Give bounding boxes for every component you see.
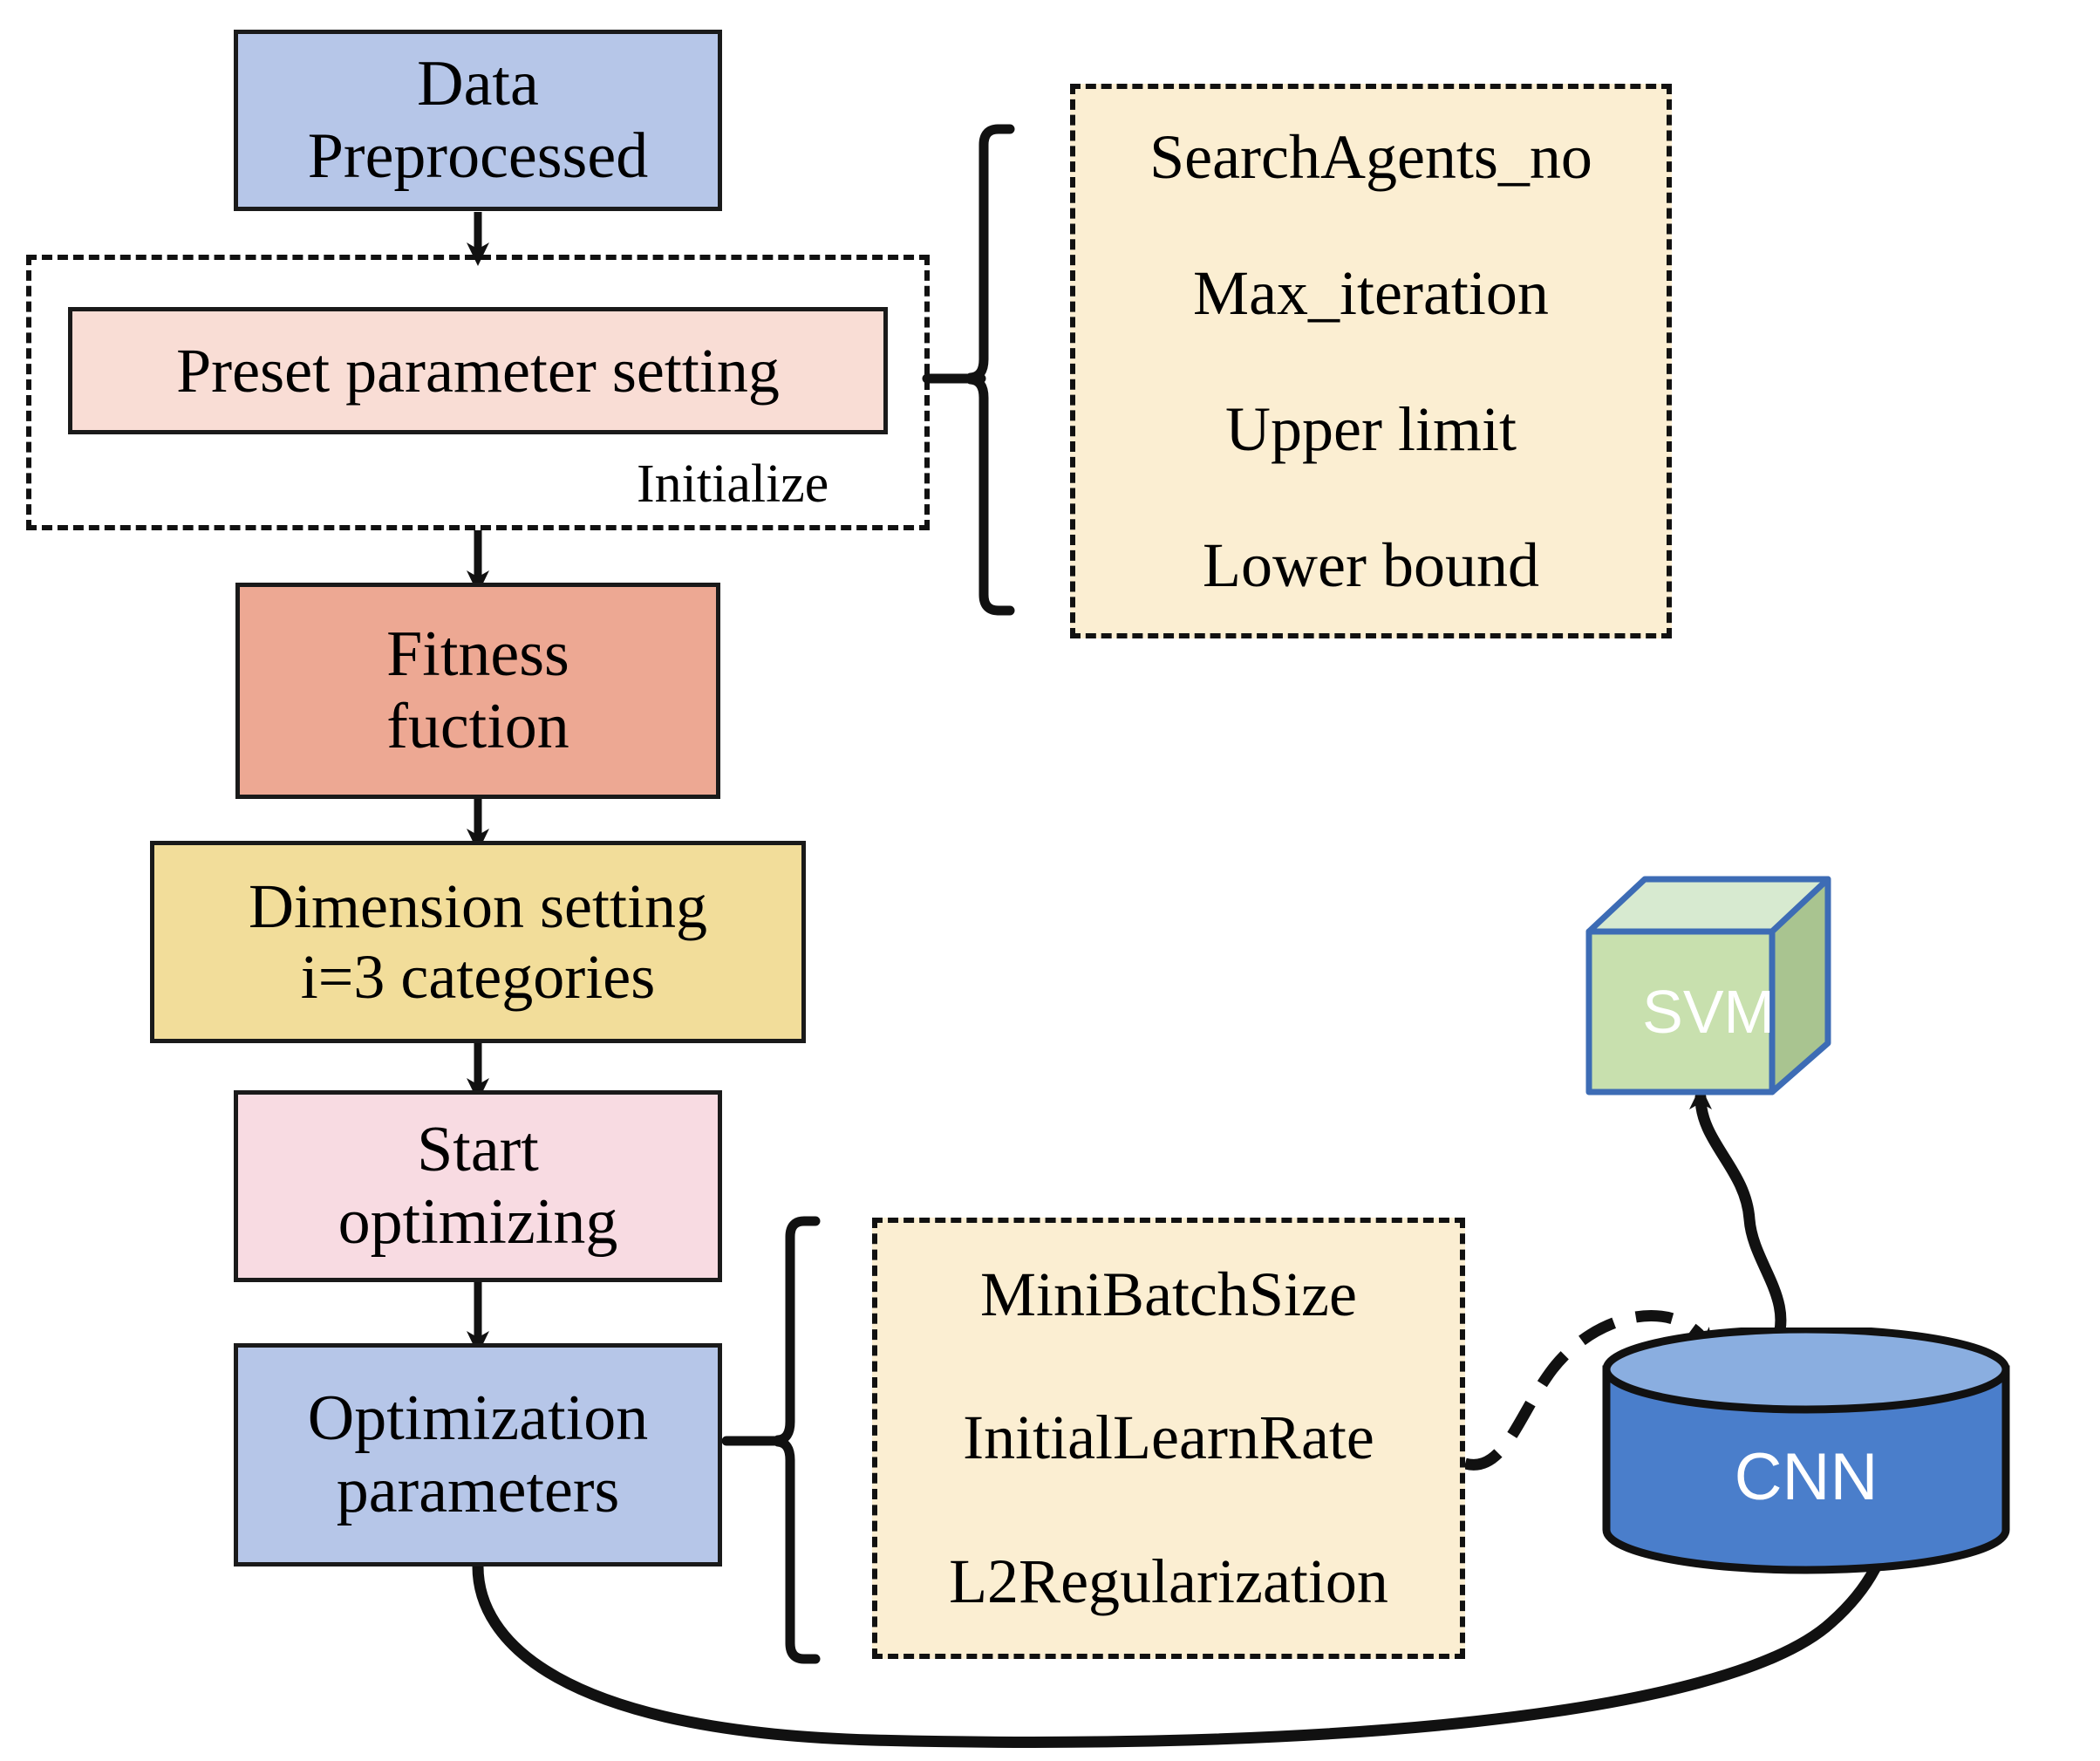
node-cnn-label: CNN: [1734, 1440, 1878, 1514]
node-fitness-function[interactable]: Fitness fuction: [235, 583, 720, 799]
cnn-cylinder-icon: [1602, 1325, 2010, 1574]
node-svm[interactable]: SVM: [1582, 872, 1835, 1101]
node-optimization-parameters[interactable]: Optimization parameters: [234, 1343, 722, 1566]
node-cnn[interactable]: CNN: [1598, 1325, 2015, 1579]
arrow-cnn-to-svm: [1689, 1086, 1787, 1354]
optimization-param-item-1: InitialLearnRate: [963, 1403, 1374, 1473]
node-dimension-setting[interactable]: Dimension setting i=3 categories: [150, 841, 806, 1043]
node-data-preprocessed-label: Data Preprocessed: [307, 48, 649, 192]
group-initialize-label: Initialize: [637, 454, 829, 514]
group-initialize: [26, 255, 930, 530]
node-preset-parameter-setting[interactable]: Preset parameter setting: [68, 307, 888, 434]
svm-cube-icon: [1585, 876, 1831, 1096]
node-preset-parameter-setting-label: Preset parameter setting: [176, 335, 780, 406]
preset-param-item-0: SearchAgents_no: [1149, 121, 1592, 192]
node-start-optimizing-label: Start optimizing: [338, 1114, 618, 1258]
preset-param-item-2: Upper limit: [1225, 393, 1517, 464]
preset-param-item-3: Lower bound: [1203, 529, 1539, 600]
node-data-preprocessed[interactable]: Data Preprocessed: [234, 30, 722, 211]
node-svm-label: SVM: [1642, 978, 1775, 1046]
panel-optimization-parameters: MiniBatchSize InitialLearnRate L2Regular…: [872, 1218, 1465, 1659]
node-optimization-parameters-label: Optimization parameters: [307, 1382, 649, 1526]
node-dimension-setting-label: Dimension setting i=3 categories: [249, 871, 707, 1012]
optimization-param-item-2: L2Regularization: [949, 1546, 1388, 1617]
preset-param-item-1: Max_iteration: [1193, 257, 1549, 328]
node-fitness-function-label: Fitness fuction: [386, 618, 569, 762]
panel-preset-parameters: SearchAgents_no Max_iteration Upper limi…: [1070, 84, 1672, 638]
brace-optimization-to-params: [721, 1216, 821, 1664]
node-start-optimizing[interactable]: Start optimizing: [234, 1090, 722, 1282]
optimization-param-item-0: MiniBatchSize: [980, 1259, 1357, 1329]
brace-preset-to-params: [922, 124, 1015, 616]
